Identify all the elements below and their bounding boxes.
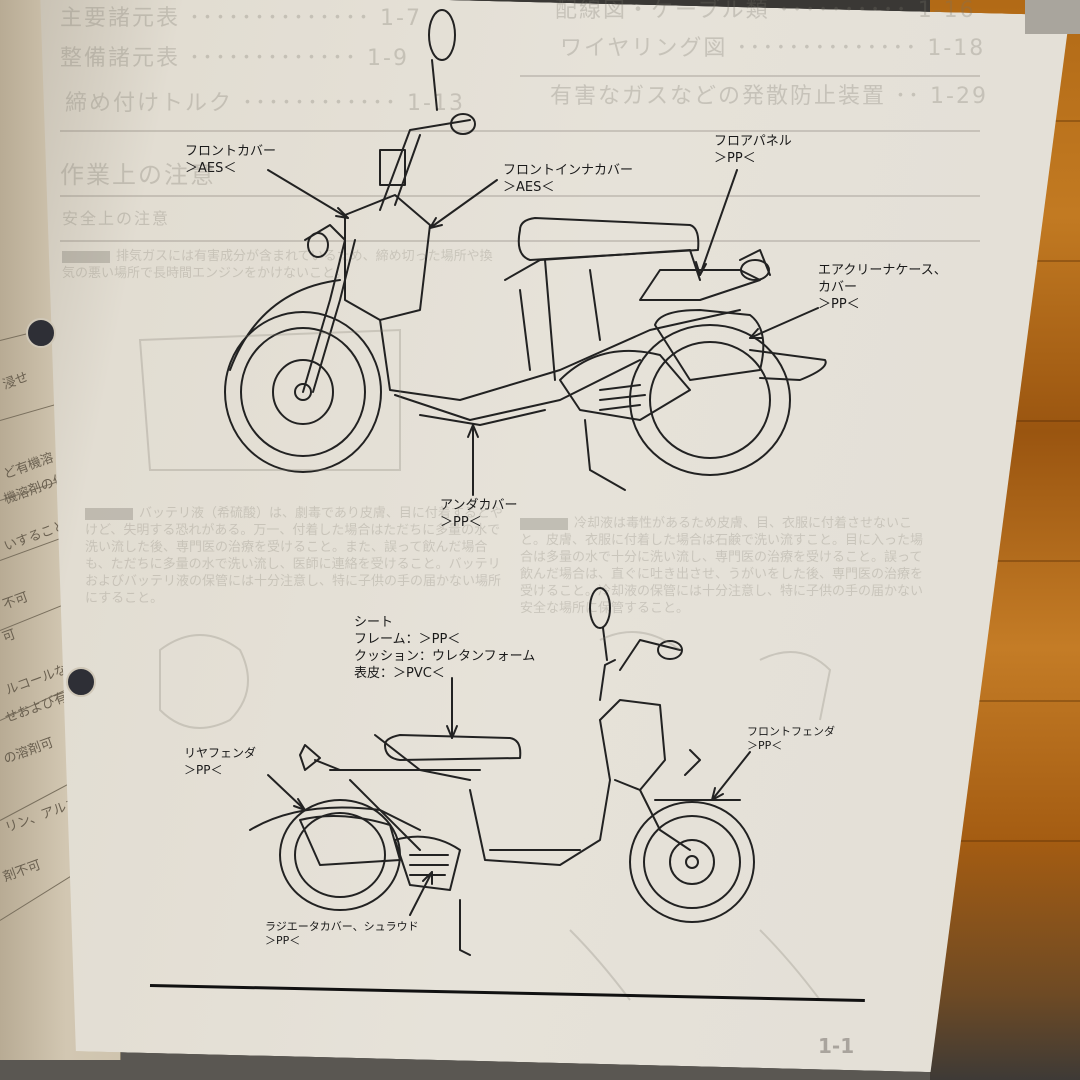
warning-text: 冷却液は毒性があるため皮膚、目、衣服に付着させないこと。皮膚、衣服に付着した場合…	[520, 516, 924, 616]
page-number: 1-1	[818, 1034, 855, 1058]
label-front-cover: フロントカバー ＞AES＜	[185, 144, 277, 176]
label-front-fender: フロントフェンダ ＞PP＜	[747, 725, 835, 752]
binder-hole	[26, 318, 56, 348]
label-radiator-cover: ラジエータカバー、シュラウド ＞PP＜	[265, 920, 419, 947]
toc-item: 有害なガスなどの発散防止装置 ･･ 1-29	[550, 84, 988, 109]
label-seat: シート フレーム：＞PP＜ クッション：ウレタンフォーム 表皮：＞PVC＜	[354, 615, 536, 681]
index-tab	[1025, 0, 1080, 34]
toc-item: 締め付けトルク ････････････ 1-13	[65, 91, 465, 116]
label-air-cleaner-case: エアクリーナケース、 カバー ＞PP＜	[818, 263, 947, 312]
toc-item: 配線図・ケーブル類 ･･････････ 1-16	[555, 0, 976, 23]
toc-item: ワイヤリング図 ･･････････････ 1-18	[560, 36, 986, 61]
label-front-inner-cover: フロントインナカバー ＞AES＜	[503, 163, 634, 195]
section-subheading: 安全上の注意	[62, 209, 171, 228]
binder-hole	[66, 667, 96, 697]
toc-item: 主要諸元表 ･･････････････ 1-7	[60, 6, 422, 31]
label-under-cover: アンダカバー ＞PP＜	[440, 498, 518, 530]
warning-text: バッテリ液（希硫酸）は、劇毒であり皮膚、目に付着するとやけど、失明する恐れがある…	[85, 506, 503, 606]
section-heading: 作業上の注意	[60, 161, 216, 189]
warning-text: 排気ガスには有害成分が含まれているため、締め切った場所や換気の悪い場所で長時間エ…	[62, 249, 493, 281]
toc-item: 整備諸元表 ･････････････ 1-9	[60, 46, 409, 71]
label-rear-fender: リヤフェンダ ＞PP＜	[184, 746, 257, 777]
label-floor-panel: フロアパネル ＞PP＜	[714, 134, 792, 166]
